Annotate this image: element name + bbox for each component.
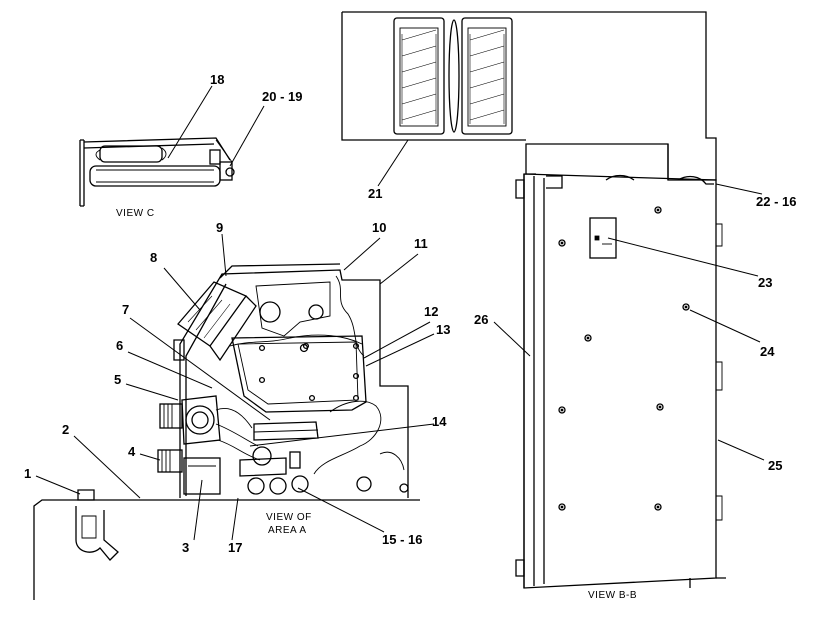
view-c-detail: 18 20 - 19 VIEW C <box>79 72 302 219</box>
callout-9: 9 <box>216 220 223 235</box>
callout-13: 13 <box>436 322 450 337</box>
callout-1: 1 <box>24 466 31 481</box>
callout-3: 3 <box>182 540 189 555</box>
callout-11: 11 <box>414 236 428 251</box>
callout-20-19: 20 - 19 <box>262 89 302 104</box>
view-of-area-a-label-line1: VIEW OF <box>266 512 312 523</box>
view-of-area-a-label-line2: AREA A <box>268 525 307 536</box>
callout-23: 23 <box>758 275 772 290</box>
callout-12: 12 <box>424 304 438 319</box>
base-frame <box>33 489 420 600</box>
view-b-b-cabinet: 22 - 16 23 24 25 26 VIEW B-B <box>474 173 796 601</box>
callout-21: 21 <box>368 186 382 201</box>
view-c-label: VIEW C <box>116 208 155 219</box>
callout-18: 18 <box>210 72 224 87</box>
callout-4: 4 <box>128 444 136 459</box>
callout-22-16: 22 - 16 <box>756 194 796 209</box>
view-b-b-label: VIEW B-B <box>588 590 637 601</box>
callout-8: 8 <box>150 250 157 265</box>
callout-17: 17 <box>228 540 242 555</box>
callout-24: 24 <box>760 344 775 359</box>
main-unit: 9 8 10 11 12 13 7 6 5 4 14 2 1 3 17 15 -… <box>24 220 450 555</box>
callout-2: 2 <box>62 422 69 437</box>
callout-15-16: 15 - 16 <box>382 532 422 547</box>
callout-26: 26 <box>474 312 488 327</box>
callout-5: 5 <box>114 372 121 387</box>
callout-10: 10 <box>372 220 386 235</box>
callout-7: 7 <box>122 302 129 317</box>
callout-6: 6 <box>116 338 123 353</box>
callout-14: 14 <box>432 414 447 429</box>
callout-25: 25 <box>768 458 782 473</box>
upper-duct-housing: 21 <box>341 11 717 201</box>
